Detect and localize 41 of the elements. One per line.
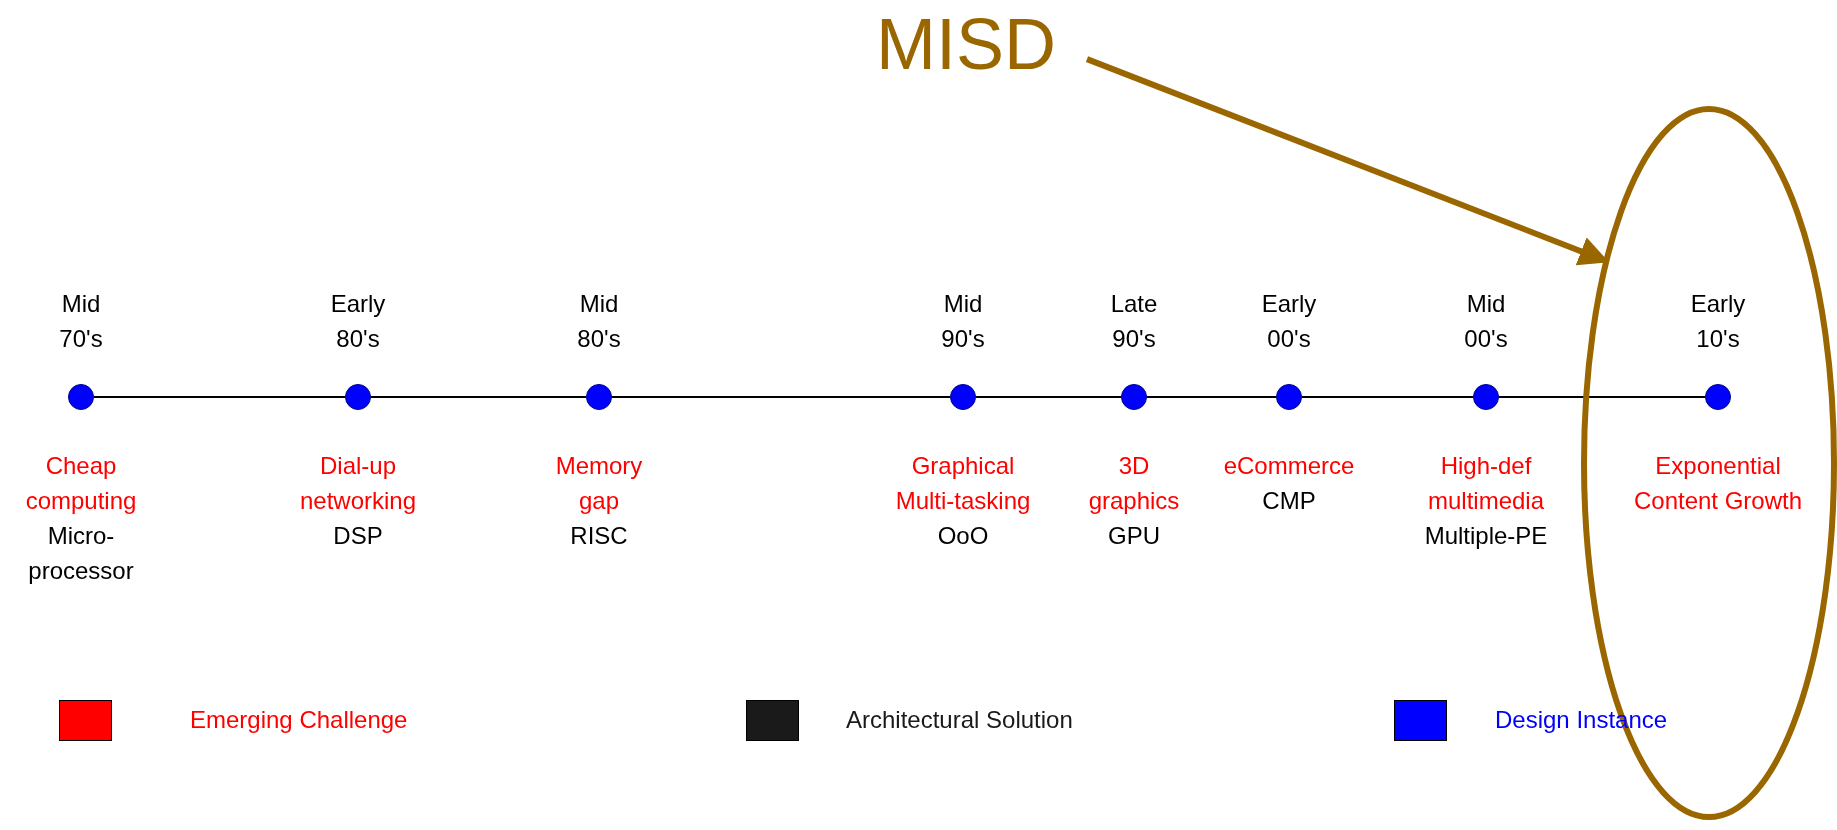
timeline-line [975,396,1122,398]
legend-label: Architectural Solution [846,705,1073,735]
timeline-dot [68,384,94,410]
era-label: Early 10's [1689,289,1747,354]
challenge-label: Exponential Content Growth [1632,451,1804,516]
solution-label: RISC [569,521,629,551]
solution-label: Micro-processor [27,521,135,586]
challenge-label: 3D graphics [1087,451,1181,516]
solution-label: DSP [332,521,384,551]
timeline-line [93,396,346,398]
timeline-dot [1473,384,1499,410]
timeline-dot [345,384,371,410]
challenge-label: Memory gap [554,451,644,516]
timeline-dot [1276,384,1302,410]
era-label: Early 80's [329,289,387,354]
era-label: Mid 80's [576,289,622,354]
challenge-label: High-def multimedia [1426,451,1545,516]
timeline-line [1146,396,1277,398]
timeline-dot [950,384,976,410]
challenge-label: eCommerce [1222,451,1356,481]
timeline-line [1301,396,1474,398]
solution-label: CMP [1261,486,1317,516]
era-label: Early 00's [1260,289,1318,354]
timeline-dot [586,384,612,410]
timeline-line [370,396,587,398]
challenge-label: Cheap computing [24,451,138,516]
era-label: Mid 70's [58,289,104,354]
era-label: Mid 00's [1463,289,1509,354]
challenge-label: Dial-up networking [298,451,418,516]
timeline-dot [1705,384,1731,410]
solution-label: OoO [936,521,990,551]
challenge-label: Graphical Multi-tasking [894,451,1032,516]
timeline-line [611,396,951,398]
legend-label: Emerging Challenge [190,705,408,735]
timeline-dot [1121,384,1147,410]
era-label: Late 90's [1109,289,1159,354]
solution-label: Multiple-PE [1423,521,1549,551]
timeline-line [1498,396,1706,398]
solution-label: GPU [1107,521,1161,551]
era-label: Mid 90's [940,289,986,354]
misd-label: MISD [876,2,1091,86]
